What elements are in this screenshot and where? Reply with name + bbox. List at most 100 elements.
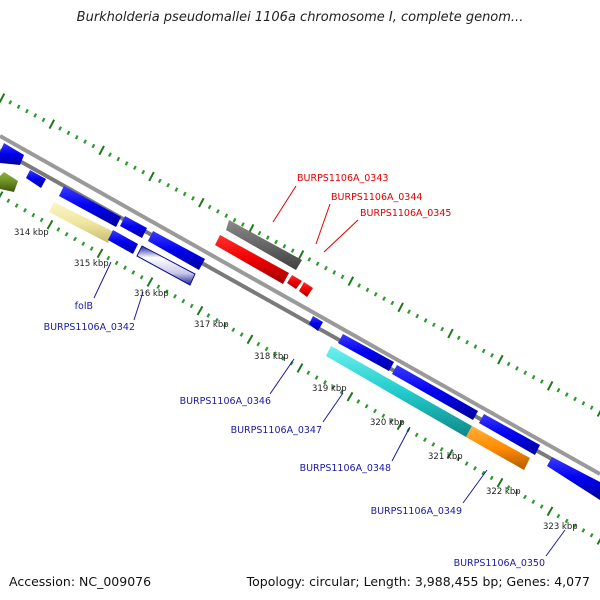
gene-arrow-blue [108,230,138,254]
tick-minor [166,182,171,188]
tick-minor [131,270,136,275]
tick-minor [364,403,369,409]
tick-minor [25,108,29,114]
tick-minor [6,198,11,204]
gene-arrow-blue [59,186,121,227]
kbp-label: 321 kbp [428,452,463,462]
gene-track-reverse [0,143,530,470]
tick-minor [573,396,577,402]
tick-major [296,363,304,373]
tick-minor [182,191,187,197]
tick-minor [439,446,444,452]
tick-minor [456,456,461,462]
gene-leader-line [272,185,297,223]
gene-arrow-striped [136,245,196,286]
tick-minor [440,326,445,332]
tick-minor [414,432,419,438]
kbp-label: 316 kbp [134,289,169,299]
map-title: Burkholderia pseudomallei 1106a chromoso… [76,10,524,25]
tick-minor [23,208,27,213]
tick-minor [206,313,211,318]
tick-minor [464,461,469,466]
tick-major [447,328,454,339]
gene-leader-line [93,261,112,299]
tick-major [198,197,205,208]
gene-label[interactable]: folB [75,301,93,312]
gene-label[interactable]: BURPS1106A_0342 [44,322,135,333]
tick-minor [108,152,112,157]
tick-major [546,380,554,391]
gene-label[interactable]: BURPS1106A_0344 [331,192,422,203]
gene-arrow-cyan [326,346,472,437]
tick-minor [58,126,63,131]
gene-leader-line [391,426,411,462]
gene-label[interactable]: BURPS1106A_0346 [180,396,271,407]
tick-minor [415,313,420,319]
tick-minor [114,260,119,266]
tick-minor [14,203,19,208]
gene-arrow-blue [0,143,24,165]
tick-minor [373,291,378,297]
tick-minor [473,466,477,471]
tick-major [397,302,404,313]
kbp-label: 319 kbp [312,384,347,394]
tick-minor [273,351,277,356]
tick-major [96,248,104,259]
tick-minor [365,287,370,293]
tick-major [148,171,155,182]
tick-minor [314,375,319,380]
tick-minor [89,246,94,251]
tick-minor [556,513,561,519]
tick-minor [123,265,127,270]
kbp-label: 315 kbp [74,259,109,269]
tick-minor [39,217,44,223]
tick-minor [531,374,536,380]
kbp-label: 320 kbp [370,418,405,428]
gene-label[interactable]: BURPS1106A_0349 [371,506,462,517]
tick-minor [481,470,486,476]
tick-minor [339,389,344,395]
tick-major [596,537,600,545]
tick-minor [73,236,77,242]
gene-label[interactable]: BURPS1106A_0345 [360,208,451,219]
gene-labels[interactable]: BURPS1106A_0343BURPS1106A_0344BURPS1106A… [44,173,566,569]
gene-label[interactable]: BURPS1106A_0347 [231,425,322,436]
tick-minor [332,270,337,275]
tick-minor [41,117,46,123]
tick-minor [191,196,195,201]
tick-minor [523,370,528,376]
gene-arrow-blue [148,231,205,270]
tick-minor [473,344,478,349]
tick-minor [139,274,144,280]
gene-arrow-orange [466,426,530,470]
tick-minor [589,405,594,410]
tick-minor [539,379,544,384]
gene-arrow-blue [120,216,147,238]
tick-minor [373,408,377,414]
gene-arrow-red [299,282,313,297]
scale-ticks [0,93,600,545]
tick-minor [164,289,169,294]
tick-minor [264,346,269,352]
gene-leader-line [322,392,344,423]
gene-leader-line [545,529,566,557]
tick-minor [514,489,519,495]
tick-major [446,449,454,459]
tick-minor [224,213,229,219]
gene-arrow-red [215,235,289,284]
tick-major [297,250,305,260]
tick-minor [357,283,362,288]
tick-minor [256,341,261,347]
gene-label[interactable]: BURPS1106A_0343 [297,173,388,184]
tick-minor [489,475,494,481]
tick-minor [315,261,320,267]
gene-label[interactable]: BURPS1106A_0350 [454,558,545,569]
tick-minor [589,532,594,538]
tick-minor [324,265,328,271]
tick-minor [390,300,395,306]
tick-minor [573,523,577,528]
gene-label[interactable]: BURPS1106A_0348 [300,463,391,474]
tick-minor [81,241,86,247]
